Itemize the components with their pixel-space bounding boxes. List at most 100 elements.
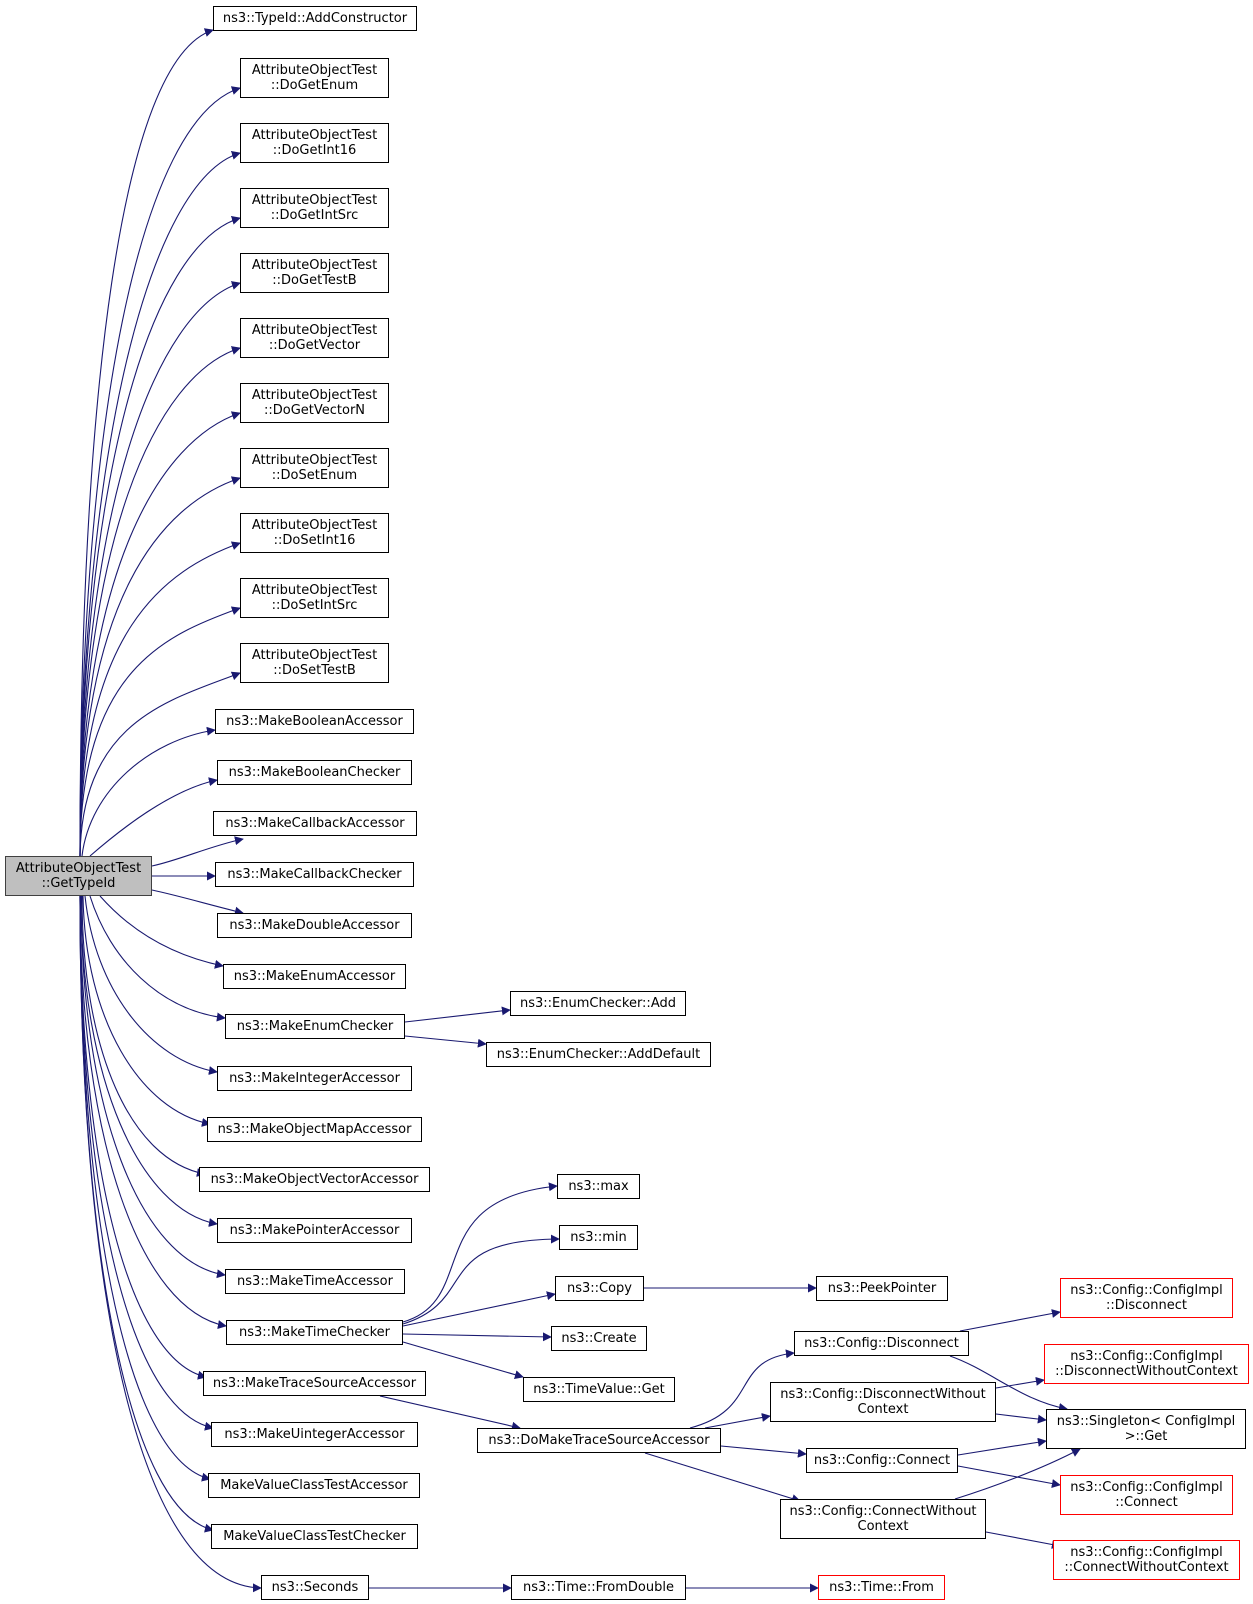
edge-do-get-int-src xyxy=(79,216,241,857)
node-label: ns3::Seconds xyxy=(271,1580,359,1595)
node-label-2: ::DoGetVector xyxy=(268,338,361,353)
node-label: ns3::MakeDoubleAccessor xyxy=(229,918,400,933)
node-do-set-int-src[interactable]: AttributeObjectTest::DoSetIntSrc xyxy=(240,578,389,618)
node-label: ns3::TimeValue::Get xyxy=(533,1382,665,1397)
node-config-disconnect[interactable]: ns3::Config::Disconnect xyxy=(794,1331,969,1356)
node-make-time-accessor[interactable]: ns3::MakeTimeAccessor xyxy=(225,1269,405,1294)
node-time-from[interactable]: ns3::Time::From xyxy=(818,1575,945,1600)
node-make-boolean-accessor[interactable]: ns3::MakeBooleanAccessor xyxy=(215,709,414,734)
edge-make-object-vector-accessor xyxy=(81,895,206,1177)
node-label: ns3::MakeCallbackChecker xyxy=(227,867,402,882)
node-config-connect[interactable]: ns3::Config::Connect xyxy=(806,1448,958,1473)
node-do-get-vector[interactable]: AttributeObjectTest::DoGetVector xyxy=(240,318,389,358)
edge-make-object-map-accessor xyxy=(82,895,211,1127)
edge-config-connect xyxy=(720,1445,807,1458)
edge-do-get-vector xyxy=(79,346,241,857)
edge-make-pointer-accessor xyxy=(80,895,218,1227)
node-make-uinteger-accessor[interactable]: ns3::MakeUintegerAccessor xyxy=(211,1422,418,1447)
node-label-1: ns3::Config::ConnectWithout xyxy=(789,1504,977,1519)
node-label: ns3::MakeTimeAccessor xyxy=(237,1274,393,1289)
node-label-2: ::DoSetEnum xyxy=(271,468,358,483)
node-make-trace-source-accessor[interactable]: ns3::MakeTraceSourceAccessor xyxy=(203,1371,426,1396)
node-label: ns3::MakeIntegerAccessor xyxy=(229,1071,400,1086)
node-do-make-trace-source-accessor[interactable]: ns3::DoMakeTraceSourceAccessor xyxy=(477,1428,721,1453)
edge-do-get-int16 xyxy=(79,151,241,857)
edge-do-make-trace-source-accessor xyxy=(379,1395,521,1431)
node-make-value-class-test-accessor[interactable]: MakeValueClassTestAccessor xyxy=(208,1473,420,1498)
node-make-time-checker[interactable]: ns3::MakeTimeChecker xyxy=(226,1320,403,1345)
node-config-impl-disconnect-without-context[interactable]: ns3::Config::ConfigImpl::DisconnectWitho… xyxy=(1044,1344,1249,1384)
node-label-1: AttributeObjectTest xyxy=(251,323,378,338)
node-label: ns3::MakeTraceSourceAccessor xyxy=(212,1376,417,1391)
node-add-constructor[interactable]: ns3::TypeId::AddConstructor xyxy=(213,6,417,31)
node-label-1: ns3::Singleton< ConfigImpl xyxy=(1056,1414,1236,1429)
edge-do-get-enum xyxy=(79,86,241,857)
node-max[interactable]: ns3::max xyxy=(557,1174,640,1199)
node-singleton-get[interactable]: ns3::Singleton< ConfigImpl>::Get xyxy=(1046,1409,1246,1449)
node-create[interactable]: ns3::Create xyxy=(551,1326,647,1351)
node-make-pointer-accessor[interactable]: ns3::MakePointerAccessor xyxy=(217,1218,412,1243)
node-make-callback-accessor[interactable]: ns3::MakeCallbackAccessor xyxy=(213,811,417,836)
node-do-set-test-b[interactable]: AttributeObjectTest::DoSetTestB xyxy=(240,643,389,683)
node-label: ns3::Copy xyxy=(566,1281,633,1296)
root-node-get-type-id[interactable]: AttributeObjectTest ::GetTypeId xyxy=(5,856,152,896)
node-config-impl-connect-without-context[interactable]: ns3::Config::ConfigImpl::ConnectWithoutC… xyxy=(1053,1540,1240,1580)
node-label-1: AttributeObjectTest xyxy=(251,648,378,663)
edge-config-disconnect-without-context xyxy=(704,1413,771,1429)
node-peek-pointer[interactable]: ns3::PeekPointer xyxy=(816,1276,948,1301)
edge-max xyxy=(402,1182,558,1323)
node-do-get-vector-n[interactable]: AttributeObjectTest::DoGetVectorN xyxy=(240,383,389,423)
node-label-2: ::DoGetEnum xyxy=(270,78,359,93)
node-seconds[interactable]: ns3::Seconds xyxy=(261,1575,369,1600)
node-make-value-class-test-checker[interactable]: MakeValueClassTestChecker xyxy=(211,1524,418,1549)
node-do-get-int-src[interactable]: AttributeObjectTest::DoGetIntSrc xyxy=(240,188,389,228)
node-config-impl-connect[interactable]: ns3::Config::ConfigImpl::Connect xyxy=(1060,1475,1233,1515)
node-make-boolean-checker[interactable]: ns3::MakeBooleanChecker xyxy=(217,760,412,785)
edge-make-value-class-test-accessor xyxy=(79,895,211,1482)
node-enum-checker-add-default[interactable]: ns3::EnumChecker::AddDefault xyxy=(486,1042,711,1067)
edge-make-callback-accessor xyxy=(151,836,244,867)
node-do-set-enum[interactable]: AttributeObjectTest::DoSetEnum xyxy=(240,448,389,488)
node-make-object-vector-accessor[interactable]: ns3::MakeObjectVectorAccessor xyxy=(199,1167,430,1192)
edge-config-impl-connect xyxy=(957,1465,1061,1488)
node-make-enum-checker[interactable]: ns3::MakeEnumChecker xyxy=(225,1014,405,1039)
node-make-double-accessor[interactable]: ns3::MakeDoubleAccessor xyxy=(217,913,412,938)
node-label-1: AttributeObjectTest xyxy=(251,128,378,143)
edge-singleton-from-connect-without-context xyxy=(954,1448,1081,1500)
node-config-impl-disconnect[interactable]: ns3::Config::ConfigImpl::Disconnect xyxy=(1060,1278,1233,1318)
node-min[interactable]: ns3::min xyxy=(559,1225,638,1250)
edge-copy xyxy=(402,1291,556,1327)
node-enum-checker-add[interactable]: ns3::EnumChecker::Add xyxy=(510,991,686,1016)
node-label-2: ::DoGetVectorN xyxy=(263,403,366,418)
edge-make-boolean-accessor xyxy=(81,726,216,857)
edge-do-set-test-b xyxy=(79,671,241,857)
edge-make-time-accessor xyxy=(80,895,226,1279)
node-do-get-test-b[interactable]: AttributeObjectTest::DoGetTestB xyxy=(240,253,389,293)
node-label-2: >::Get xyxy=(1124,1429,1168,1444)
node-label: ns3::EnumChecker::Add xyxy=(520,996,676,1011)
node-label: ns3::MakeBooleanAccessor xyxy=(226,714,403,729)
node-label: ns3::MakeTimeChecker xyxy=(239,1325,390,1340)
node-label: ns3::Config::Connect xyxy=(813,1453,951,1468)
node-copy[interactable]: ns3::Copy xyxy=(555,1276,644,1301)
edge-do-set-enum xyxy=(79,476,241,857)
node-time-value-get[interactable]: ns3::TimeValue::Get xyxy=(523,1377,675,1402)
node-do-get-enum[interactable]: AttributeObjectTest::DoGetEnum xyxy=(240,58,389,98)
root-node-line2: ::GetTypeId xyxy=(41,876,116,891)
node-label: ns3::MakeUintegerAccessor xyxy=(224,1427,405,1442)
node-label-1: AttributeObjectTest xyxy=(251,453,378,468)
node-do-set-int16[interactable]: AttributeObjectTest::DoSetInt16 xyxy=(240,513,389,553)
node-label-2: ::DisconnectWithoutContext xyxy=(1055,1364,1238,1379)
node-make-enum-accessor[interactable]: ns3::MakeEnumAccessor xyxy=(223,964,406,989)
edge-make-time-checker xyxy=(79,895,227,1329)
edge-make-enum-accessor xyxy=(99,895,224,969)
node-make-object-map-accessor[interactable]: ns3::MakeObjectMapAccessor xyxy=(207,1117,422,1142)
node-label: ns3::MakeObjectVectorAccessor xyxy=(210,1172,419,1187)
node-make-integer-accessor[interactable]: ns3::MakeIntegerAccessor xyxy=(217,1066,412,1091)
node-label: ns3::Config::Disconnect xyxy=(804,1336,959,1351)
node-make-callback-checker[interactable]: ns3::MakeCallbackChecker xyxy=(215,862,414,887)
node-do-get-int16[interactable]: AttributeObjectTest::DoGetInt16 xyxy=(240,123,389,163)
node-time-from-double[interactable]: ns3::Time::FromDouble xyxy=(511,1575,686,1600)
